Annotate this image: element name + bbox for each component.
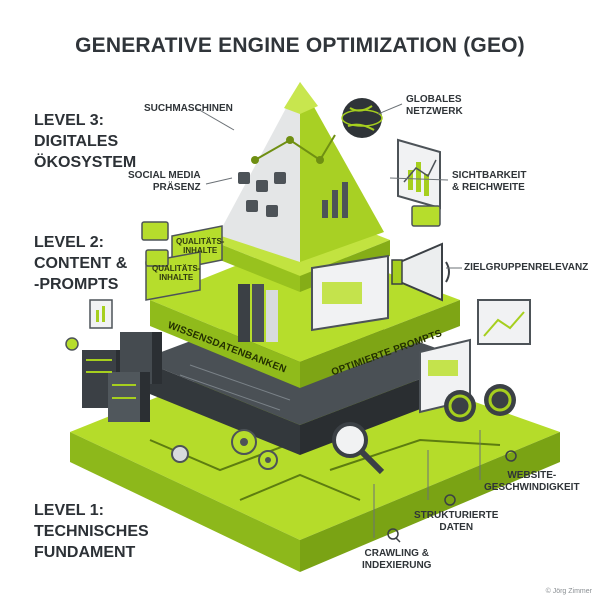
badge-1-line-1: QUALITÄTS- <box>176 237 225 246</box>
label-website-line-1: WEBSITE- <box>507 470 557 481</box>
speed-gauges <box>444 384 516 422</box>
label-crawling-indexierung: CRAWLING & INDEXIERUNG <box>362 548 431 572</box>
magnifier-icon <box>332 422 385 475</box>
label-website-line-2: GESCHWINDIGKEIT <box>484 482 580 493</box>
level-3-line-2: DIGITALES <box>34 133 119 150</box>
level-3-line-1: LEVEL 3: <box>34 112 104 129</box>
label-strukturierte-daten: STRUKTURIERTE DATEN <box>414 510 498 534</box>
badge-qualitaetsinhalte-1: QUALITÄTS- INHALTE <box>176 237 224 255</box>
label-social-media: SOCIAL MEDIA PRÄSENZ <box>128 170 201 194</box>
level-3-label: LEVEL 3: DIGITALES ÖKOSYSTEM <box>34 110 136 173</box>
label-sichtbarkeit-line-1: SICHTBARKEIT <box>452 170 527 181</box>
content-screen <box>311 254 389 332</box>
small-label-icons <box>387 450 517 543</box>
label-sichtbarkeit: SICHTBARKEIT & REICHWEITE <box>452 170 526 194</box>
copyright-note: © Jörg Zimmer <box>545 588 592 595</box>
level-1-line-2: TECHNISCHES <box>34 523 149 540</box>
label-strukturierte-line-2: DATEN <box>439 522 474 533</box>
level-1-line-3: FUNDAMENT <box>34 544 136 561</box>
label-social-line-1: SOCIAL MEDIA <box>128 170 201 181</box>
level-2-line-3: -PROMPTS <box>34 276 119 293</box>
server-racks <box>82 332 162 422</box>
label-zielgruppenrelevanz: ZIELGRUPPENRELEVANZ <box>464 262 589 273</box>
page-title: GENERATIVE ENGINE OPTIMIZATION (GEO) <box>75 34 525 57</box>
label-strukturierte-line-1: STRUKTURIERTE <box>414 510 499 521</box>
visibility-chart-screen <box>397 138 441 210</box>
label-social-line-2: PRÄSENZ <box>152 182 201 193</box>
level-2-line-2: CONTENT & <box>34 255 128 272</box>
chat-bubbles <box>141 205 441 267</box>
level-2-label: LEVEL 2: CONTENT & -PROMPTS <box>34 232 127 295</box>
badge-2-line-2: INHALTE <box>159 273 194 282</box>
badge-1-line-2: INHALTE <box>183 246 218 255</box>
middle-band <box>150 240 460 388</box>
label-suchmaschinen: SUCHMASCHINEN <box>144 103 233 114</box>
level-3-line-3: ÖKOSYSTEM <box>34 154 137 171</box>
level-2-line-1: LEVEL 2: <box>34 234 104 251</box>
badge-2-line-1: QUALITÄTS- <box>152 264 201 273</box>
gear-icons <box>171 429 278 470</box>
badge-qualitaetsinhalte-2: QUALITÄTS- INHALTE <box>152 264 200 282</box>
label-crawling-line-1: CRAWLING & <box>364 548 429 559</box>
globe-icon <box>341 98 383 138</box>
callout-lines <box>195 103 481 538</box>
label-sichtbarkeit-line-2: & REICHWEITE <box>452 182 525 193</box>
level-1-line-1: LEVEL 1: <box>34 502 104 519</box>
label-crawling-line-2: INDEXIERUNG <box>362 560 432 571</box>
label-globales-line-2: NETZWERK <box>406 106 463 117</box>
megaphone-icon <box>391 242 450 302</box>
label-globales-netzwerk: GLOBALES NETZWERK <box>406 94 463 118</box>
level-1-label: LEVEL 1: TECHNISCHES FUNDAMENT <box>34 500 149 563</box>
books-icon <box>238 284 278 342</box>
label-website-geschwindigkeit: WEBSITE- GESCHWINDIGKEIT <box>484 470 580 494</box>
pyramid-top <box>218 82 384 262</box>
left-small-screens <box>65 299 113 351</box>
label-globales-line-1: GLOBALES <box>406 94 462 105</box>
